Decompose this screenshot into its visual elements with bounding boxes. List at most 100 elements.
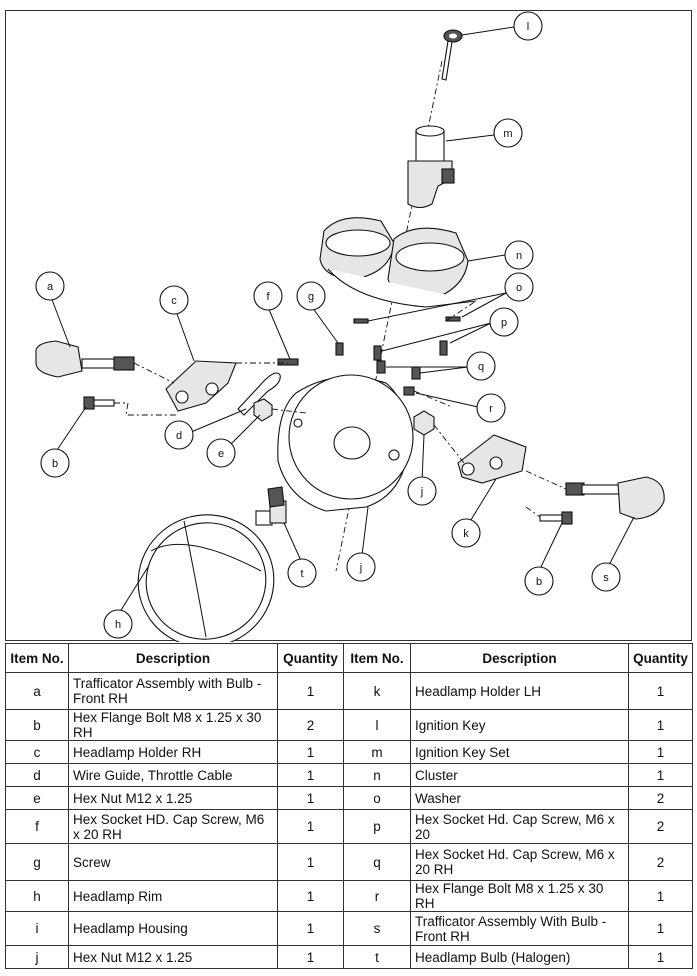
item-no-cell: d [5, 763, 69, 787]
description-cell: Hex Nut M12 x 1.25 [68, 945, 278, 969]
description-cell: Hex Flange Bolt M8 x 1.25 x 30 RH [68, 709, 278, 741]
item-no-cell: h [5, 880, 69, 912]
callout-t: t [287, 558, 317, 588]
header-quantity-right: Quantity [628, 643, 693, 673]
header-quantity-left: Quantity [277, 643, 344, 673]
item-no-cell: t [343, 945, 411, 969]
callout-l: l [513, 11, 543, 41]
svg-text:f: f [266, 291, 270, 303]
quantity-cell: 1 [277, 740, 344, 764]
description-cell: Headlamp Holder LH [410, 672, 629, 710]
svg-text:l: l [527, 21, 529, 33]
svg-text:h: h [115, 619, 121, 631]
callout-b-left: b [40, 448, 70, 478]
description-cell: Cluster [410, 763, 629, 787]
svg-text:p: p [501, 317, 507, 329]
item-no-cell: l [343, 709, 411, 741]
assembly-line [433, 424, 465, 464]
callout-n: n [504, 240, 534, 270]
description-cell: Screw [68, 843, 278, 881]
quantity-cell: 1 [628, 880, 693, 912]
svg-text:g: g [308, 291, 314, 303]
callout-g: g [296, 281, 326, 311]
description-cell: Hex Flange Bolt M8 x 1.25 x 30 RH [410, 880, 629, 912]
item-no-cell: i [5, 911, 69, 946]
item-no-cell: m [343, 740, 411, 764]
item-no-cell: c [5, 740, 69, 764]
svg-text:o: o [516, 282, 522, 294]
callout-f: f [253, 281, 283, 311]
leader-lines [50, 26, 635, 616]
description-cell: Ignition Key [410, 709, 629, 741]
item-no-cell: r [343, 880, 411, 912]
quantity-cell: 2 [628, 843, 693, 881]
header-description-left: Description [68, 643, 278, 673]
cap-screw-f-part [277, 358, 299, 366]
item-no-cell: o [343, 786, 411, 810]
callout-s: s [591, 562, 621, 592]
callout-a: a [35, 271, 65, 301]
svg-text:s: s [603, 572, 609, 584]
callout-o: o [504, 272, 534, 302]
hex-nut-j-part [413, 410, 435, 436]
quantity-cell: 1 [628, 709, 693, 741]
hex-nut-e-part [253, 398, 273, 422]
description-cell: Hex Socket HD. Cap Screw, M6 x 20 RH [68, 809, 278, 844]
description-cell: Headlamp Bulb (Halogen) [410, 945, 629, 969]
item-no-cell: f [5, 809, 69, 844]
svg-text:r: r [489, 403, 493, 415]
callout-q: q [466, 351, 496, 381]
quantity-cell: 1 [628, 763, 693, 787]
quantity-cell: 2 [628, 809, 693, 844]
ignition-key-part [441, 29, 463, 81]
callout-r: r [476, 393, 506, 423]
svg-text:d: d [176, 430, 182, 442]
svg-text:k: k [463, 528, 469, 540]
description-cell: Hex Socket Hd. Cap Screw, M6 x 20 RH [410, 843, 629, 881]
trafficator-right-part [565, 476, 665, 520]
header-description-right: Description [410, 643, 629, 673]
header-item-no-right: Item No. [343, 643, 411, 673]
item-no-cell: b [5, 709, 69, 741]
item-no-cell: n [343, 763, 411, 787]
item-no-cell: e [5, 786, 69, 810]
description-cell: Hex Nut M12 x 1.25 [68, 786, 278, 810]
svg-text:e: e [218, 448, 224, 460]
description-cell: Headlamp Housing [68, 911, 278, 946]
assembly-line [271, 408, 307, 414]
assembly-line [133, 362, 175, 384]
quantity-cell: 1 [628, 672, 693, 710]
description-cell: Hex Socket Hd. Cap Screw, M6 x 20 [410, 809, 629, 844]
flange-bolt-left-part [83, 396, 115, 410]
quantity-cell: 1 [277, 672, 344, 710]
svg-text:t: t [300, 568, 303, 580]
svg-text:c: c [171, 295, 177, 307]
item-no-cell: s [343, 911, 411, 946]
svg-text:b: b [536, 576, 542, 588]
exploded-view-drawing: l m n o p q r a c f g b d e j j k t b s … [35, 11, 665, 642]
assembly-line [525, 506, 541, 518]
header-item-no-left: Item No. [5, 643, 69, 673]
description-cell: Headlamp Holder RH [68, 740, 278, 764]
item-no-cell: q [343, 843, 411, 881]
trafficator-left-part [35, 340, 135, 378]
svg-text:n: n [516, 250, 522, 262]
svg-text:j: j [359, 562, 362, 574]
quantity-cell: 1 [277, 809, 344, 844]
callout-p: p [489, 307, 519, 337]
instrument-cluster-part [319, 217, 477, 308]
svg-text:m: m [503, 128, 512, 140]
quantity-cell: 1 [277, 880, 344, 912]
assembly-line [445, 300, 477, 322]
description-cell: Ignition Key Set [410, 740, 629, 764]
ignition-key-set-part [407, 125, 455, 209]
callout-k: k [451, 518, 481, 548]
callout-j-upper: j [407, 476, 437, 506]
wire-guide-part [237, 372, 281, 416]
